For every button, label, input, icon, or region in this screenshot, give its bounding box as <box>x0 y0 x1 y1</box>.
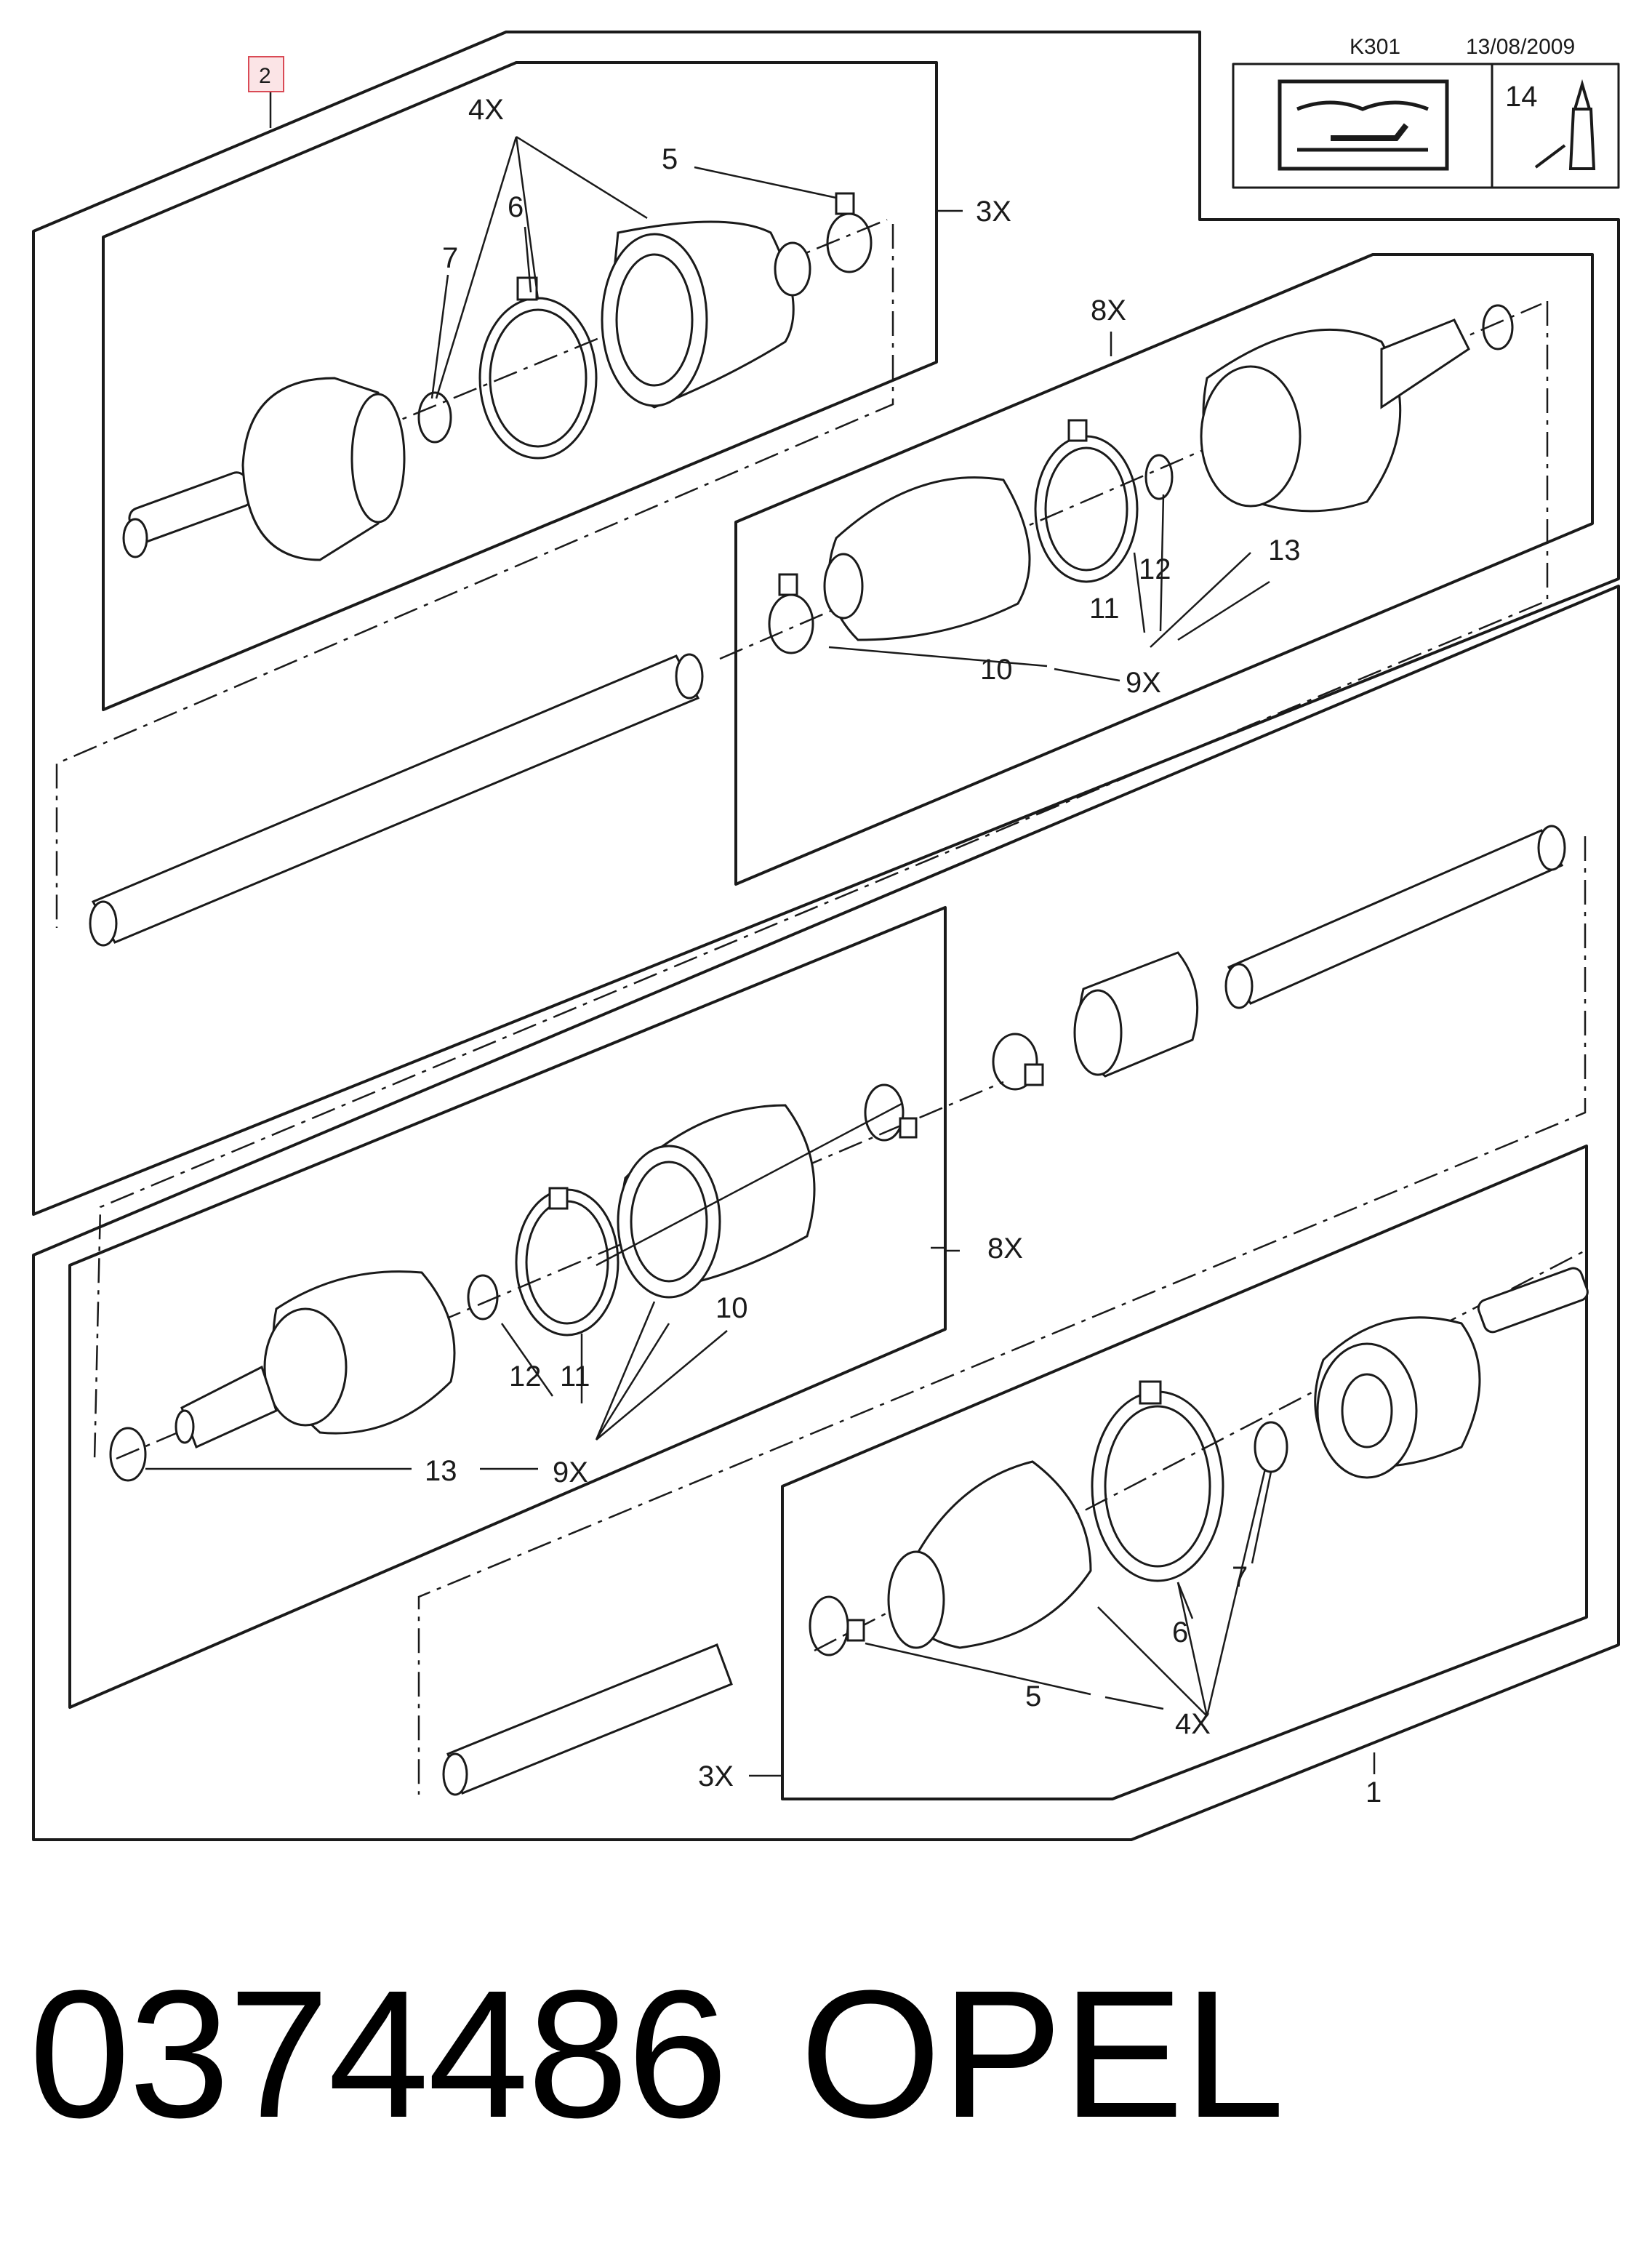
circlip-left <box>467 1274 499 1321</box>
boot-clamp-small-top <box>826 192 873 273</box>
callout-bottom-3x: 3X <box>698 1760 734 1792</box>
callout-left-12: 12 <box>509 1361 542 1393</box>
damper-weight <box>1073 951 1199 1078</box>
header-box <box>1232 63 1620 189</box>
callout-2: 2 <box>259 64 271 88</box>
repair-manual-icon <box>1278 79 1449 171</box>
boot-clamp-large-top <box>478 276 598 460</box>
callout-top-3x: 3X <box>976 196 1011 228</box>
bottom-kit-frame <box>781 1145 1588 1800</box>
callout-top-7: 7 <box>442 242 458 274</box>
callout-right-10: 10 <box>980 654 1013 686</box>
outer-cv-joint-top <box>122 377 406 561</box>
callout-bottom-1: 1 <box>1366 1776 1382 1808</box>
brand-name: OPEL <box>800 1952 1285 2155</box>
outer-cv-joint-bottom <box>1314 1267 1589 1479</box>
drive-shaft-lower <box>1224 825 1566 1009</box>
callout-bottom-6: 6 <box>1172 1616 1188 1648</box>
boot-clamp-small-right <box>768 573 814 654</box>
inner-cv-joint-right <box>1200 304 1514 513</box>
boot-clamp-small-bottom <box>809 1595 865 1656</box>
cv-boot-left <box>617 1104 816 1299</box>
header-code: K301 <box>1350 35 1400 59</box>
lower-assembly-frame <box>32 585 1620 1841</box>
callout-2-box <box>248 56 284 92</box>
callout-top-6: 6 <box>508 191 524 223</box>
boot-clamp-small-left <box>864 1083 918 1142</box>
upper-assembly-frame <box>32 31 1620 1216</box>
cv-boot-bottom <box>887 1460 1092 1649</box>
callout-left-8x: 8X <box>987 1233 1023 1265</box>
callout-bottom-7: 7 <box>1232 1561 1248 1593</box>
cv-boot-top <box>601 220 811 409</box>
top-kit-frame <box>102 61 938 711</box>
left-kit-frame <box>68 906 947 1709</box>
callout-right-11: 11 <box>1089 593 1120 625</box>
note-number: 14 <box>1505 81 1538 113</box>
boot-clamp-large-left <box>515 1187 620 1337</box>
circlip-top <box>417 391 452 444</box>
callout-right-8x: 8X <box>1091 294 1126 326</box>
callout-bottom-4x: 4X <box>1175 1708 1211 1740</box>
circlip-right <box>1144 454 1174 500</box>
callout-top-5: 5 <box>662 143 678 175</box>
circlip-left-end <box>109 1427 147 1482</box>
callout-right-12: 12 <box>1139 553 1171 585</box>
part-number: 0374486 <box>29 1952 728 2155</box>
boot-clamp-large-bottom <box>1091 1380 1224 1582</box>
callout-top-4x: 4X <box>468 94 504 126</box>
shaft-stub-bottom <box>442 1643 733 1796</box>
inner-cv-joint-left <box>175 1270 456 1449</box>
callout-bottom-5: 5 <box>1025 1680 1041 1712</box>
callout-left-11: 11 <box>560 1361 590 1393</box>
boot-clamp-lower-mid <box>992 1033 1044 1091</box>
callout-left-9x: 9X <box>553 1456 588 1488</box>
circlip-bottom <box>1254 1421 1288 1473</box>
callout-left-13: 13 <box>425 1455 457 1487</box>
callout-right-9x: 9X <box>1126 667 1161 699</box>
cv-boot-right <box>823 476 1031 641</box>
right-kit-frame <box>734 253 1594 886</box>
sealant-tube-icon <box>1534 79 1596 170</box>
boot-clamp-large-right <box>1034 419 1139 583</box>
callout-right-13: 13 <box>1268 534 1301 566</box>
exploded-parts-diagram: K301 13/08/2009 14 2 4X 5 6 7 3X 8X 12 1… <box>32 31 1620 1841</box>
drive-shaft-upper <box>89 653 704 947</box>
header-date: 13/08/2009 <box>1466 35 1575 59</box>
callout-left-10: 10 <box>715 1292 748 1324</box>
